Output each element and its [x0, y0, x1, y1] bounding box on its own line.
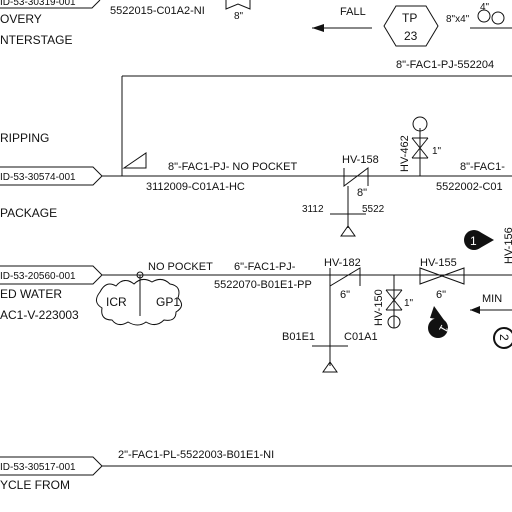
top-right-instrument-b	[491, 11, 505, 25]
top-right-size: 8"x4"	[446, 14, 470, 25]
connector-2-text: ID-53-20560-001	[0, 271, 76, 282]
tp-hexagon	[383, 5, 439, 47]
bubble-2-number: 2	[497, 334, 511, 341]
hv158-tag: HV-158	[342, 154, 379, 166]
tp-number: 23	[404, 29, 418, 43]
top-reducer-valve	[225, 0, 251, 10]
fall-label: FALL	[340, 6, 366, 18]
drain2-triangle	[322, 361, 338, 373]
drain-triangle	[340, 225, 356, 237]
interstage-text: NTERSTAGE	[0, 33, 72, 47]
top-right-size2: 4"	[480, 2, 490, 13]
spec-left: 3112	[302, 204, 324, 215]
bubble-1	[464, 230, 484, 250]
hv462-tag: HV-462	[399, 135, 411, 172]
icr-label: ICR	[106, 295, 127, 309]
hv150-size: 1"	[404, 298, 414, 309]
cloud-node	[136, 271, 144, 279]
line1-right-number: 5522002-C01	[436, 181, 503, 193]
hv156-tag: HV-156	[503, 227, 512, 264]
hv182-check-valve	[329, 267, 361, 287]
stripping-text: RIPPING	[0, 131, 49, 145]
hv182-size: 6"	[340, 289, 350, 301]
flow-flag	[122, 152, 147, 169]
c01a1-label: C01A1	[344, 331, 378, 343]
revision-cloud	[96, 278, 182, 326]
connector-1-text: ID-53-30574-001	[0, 172, 76, 183]
bubble-2	[493, 327, 512, 349]
fall-arrow-head	[312, 24, 324, 32]
hv155-gate-valve	[419, 267, 465, 285]
hv150-tag: HV-150	[373, 289, 385, 326]
spec-right: 5522	[362, 204, 385, 215]
hv462-actuator	[412, 116, 428, 132]
bubble-rotated-pointer	[430, 306, 444, 320]
bubble-1-number: 1	[470, 234, 477, 248]
hv462-size: 1"	[432, 146, 442, 157]
top-connector-text: ID-53-30319-001	[0, 0, 76, 8]
package-text: PACKAGE	[0, 206, 57, 220]
line1-spec: 8"-FAC1-PJ- NO POCKET	[168, 161, 297, 173]
top-connector-arrow	[0, 0, 101, 9]
top-right-instrument-a	[477, 9, 491, 23]
equipment-text: AC1-V-223003	[0, 308, 79, 322]
top-size-label: 8"	[234, 11, 244, 22]
hv182-tag: HV-182	[324, 257, 361, 269]
line1-number: 3112009-C01A1-HC	[146, 181, 245, 193]
line3-number: 2"-FAC1-PL-5522003-B01E1-NI	[118, 449, 274, 461]
no-pocket-2: NO POCKET	[148, 261, 213, 273]
line2-spec: 6"-FAC1-PJ-	[234, 261, 296, 273]
bubble-1-pointer	[480, 232, 494, 248]
connector-3-text: ID-53-30517-001	[0, 462, 76, 473]
hv155-size: 6"	[436, 289, 446, 301]
hv158-size: 8"	[357, 187, 367, 199]
line1-right-spec: 8"-FAC1-	[460, 161, 505, 173]
bubble-rotated	[428, 318, 448, 338]
hv150-valve-body	[385, 289, 403, 311]
min-label: MIN	[482, 293, 502, 305]
gp1-label: GP1	[156, 295, 180, 309]
top-line-number: 5522015-C01A2-NI	[110, 5, 205, 17]
hv158-check-valve	[343, 167, 369, 187]
b01e1-label: B01E1	[282, 331, 315, 343]
line2-number: 5522070-B01E1-PP	[214, 279, 312, 291]
top-right-line-number: 8"-FAC1-PJ-552204	[396, 59, 494, 71]
water-text: ED WATER	[0, 287, 62, 301]
recovery-text: OVERY	[0, 12, 42, 26]
hv462-valve-body	[411, 137, 429, 159]
min-arrow-head	[470, 306, 480, 314]
hv155-tag: HV-155	[420, 257, 457, 269]
tp-label: TP	[402, 11, 417, 25]
recycle-text: YCLE FROM	[0, 478, 70, 492]
hv150-actuator	[387, 315, 401, 329]
